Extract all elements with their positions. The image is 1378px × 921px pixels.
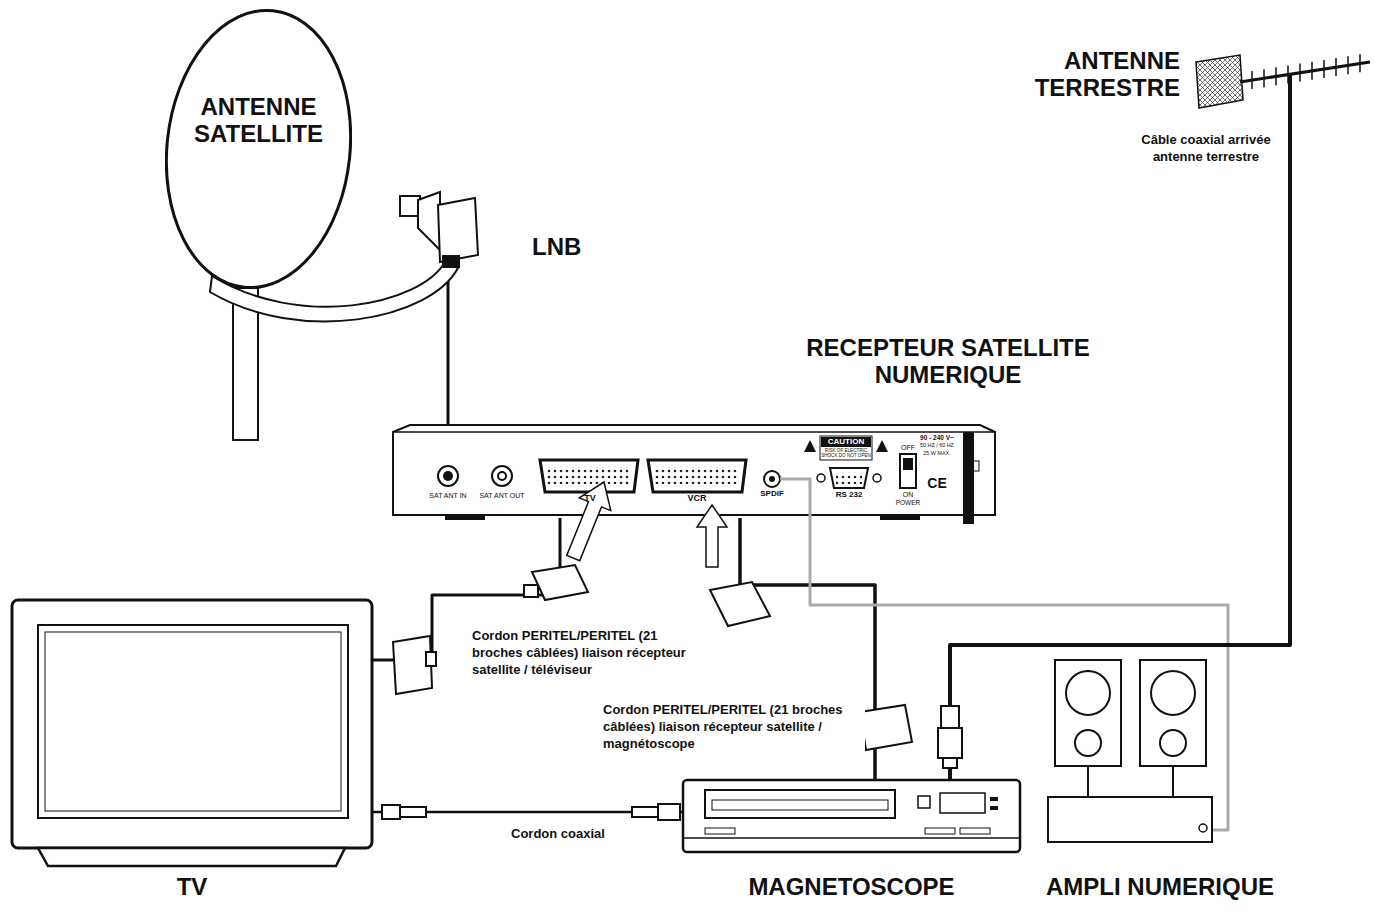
cable-connector — [950, 112, 1290, 780]
cable-line — [447, 268, 450, 425]
node-label: ANTENNE TERRESTRE — [1022, 48, 1180, 102]
node-label: ANTENNE SATELLITE — [165, 94, 352, 148]
panel-label: POWER — [893, 499, 923, 506]
plug-arrow — [558, 476, 727, 567]
panel-label: 50 HZ / 60 HZ — [915, 443, 959, 449]
tv-node: TV — [12, 598, 372, 866]
dish-node: ANTENNE SATELLITE — [165, 8, 352, 290]
cable-connector — [448, 268, 449, 425]
node-label: AMPLI NUMERIQUE — [1018, 874, 1302, 901]
amplifier-symbol — [1048, 797, 1212, 842]
node-label: LNB — [532, 234, 612, 261]
cable-label: Câble coaxial arrivée antenne terrestre — [1138, 132, 1274, 166]
panel-label: 25 W MAX. — [915, 451, 959, 457]
terrestrial-antenna — [1196, 55, 1370, 112]
panel-label: TV — [575, 494, 605, 504]
node-label: MAGNETOSCOPE — [643, 874, 1060, 901]
panel-label: SAT ANT OUT — [474, 492, 530, 500]
panel-label: SPDIF — [753, 490, 791, 499]
lnb-node: LNB — [428, 198, 480, 268]
panel-label: 90 - 240 V~ — [915, 434, 959, 441]
cable-label: Cordon coaxial — [498, 826, 618, 843]
lnb-symbol — [400, 192, 478, 268]
panel-label: CAUTION — [821, 438, 871, 447]
node-label: TV — [122, 874, 262, 901]
antenna-node: ANTENNE TERRESTRE — [1190, 50, 1375, 112]
tv-symbol — [12, 600, 372, 866]
vcr-symbol — [683, 780, 1020, 852]
panel-label: VCR — [680, 494, 714, 504]
node-label: RECEPTEUR SATELLITE NUMERIQUE — [778, 335, 1118, 389]
receiver-panel — [393, 425, 995, 524]
cable-line — [950, 112, 1290, 780]
amp-node: AMPLI NUMERIQUE — [1048, 797, 1212, 842]
panel-label: ON — [896, 491, 920, 499]
speaker-symbol — [1055, 660, 1206, 797]
vcr-node: MAGNETOSCOPE — [683, 780, 1020, 852]
panel-label: OFF — [896, 444, 920, 452]
panel-label: RS 232 — [828, 491, 870, 500]
panel-label: SAT ANT IN — [422, 492, 474, 500]
dish-outline — [165, 8, 352, 290]
panel-label: RISK OF ELECTRIC SHOCK DO NOT OPEN — [821, 448, 871, 458]
panel-label: CE — [922, 476, 952, 491]
cable-label: Cordon PERITEL/PERITEL (21 broches câblé… — [603, 702, 865, 753]
cable-label: Cordon PERITEL/PERITEL (21 broches câblé… — [472, 628, 690, 679]
antenna-elements — [1252, 54, 1360, 89]
